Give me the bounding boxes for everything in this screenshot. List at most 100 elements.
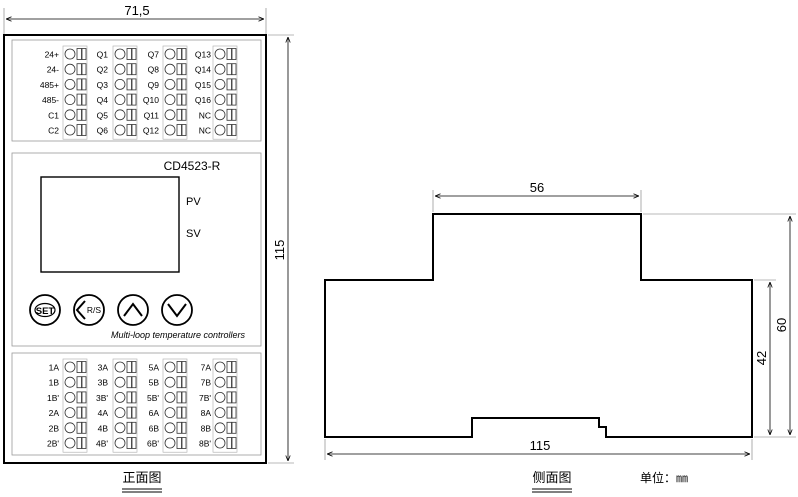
bottom-terminal-label: 4B: [98, 423, 109, 433]
front-height-dimension: 115: [272, 240, 287, 261]
bottom-terminal: 2B: [49, 421, 87, 434]
terminal-slot-icon: [176, 406, 182, 419]
terminal-screw-icon: [114, 407, 126, 419]
top-terminal: Q1: [97, 48, 137, 60]
top-terminal-label: Q4: [97, 95, 109, 105]
top-terminal: Q16: [195, 93, 237, 106]
terminal-screw-icon: [64, 94, 76, 105]
terminal-slot-icon: [76, 376, 82, 389]
terminal-screw-icon: [164, 376, 176, 388]
up-button[interactable]: [117, 294, 149, 326]
bottom-terminal-label: 5B: [149, 378, 160, 388]
top-terminal: Q11: [144, 108, 187, 121]
terminal-slot-icon: [76, 48, 82, 60]
product-subtitle: Multi-loop temperature controllers: [111, 330, 246, 340]
top-terminal-label: Q8: [148, 65, 160, 75]
bottom-block-2: 3A 3B 3B' 4A 4B 4B': [96, 358, 138, 453]
bottom-terminal: 2B': [47, 437, 87, 449]
terminal-slot-icon: [76, 391, 82, 404]
terminal-screw-icon: [114, 109, 126, 121]
bottom-terminal: 7B': [199, 391, 237, 404]
top-terminal-label: 24+: [45, 50, 59, 60]
set-button[interactable]: SET: [29, 294, 61, 326]
set-button-label: SET: [36, 306, 55, 317]
unit-label: 单位：㎜: [640, 470, 688, 485]
terminal-slot-icon: [76, 361, 82, 373]
top-terminal-label: 24-: [47, 65, 59, 75]
terminal-slot-icon: [176, 78, 182, 91]
bottom-terminal: 7A: [201, 361, 237, 373]
top-terminal: C2: [48, 124, 87, 136]
bottom-terminal-label: 4B': [96, 439, 108, 449]
terminal-screw-icon: [114, 48, 126, 60]
top-terminal-label: Q5: [97, 110, 109, 120]
bottom-terminal: 8A: [201, 406, 237, 419]
terminal-slot-icon: [226, 78, 232, 91]
terminal-screw-icon: [114, 94, 126, 105]
front-outer-body: [3, 34, 267, 464]
bottom-terminal-label: 2B: [49, 423, 60, 433]
terminal-slot-icon: [76, 108, 82, 121]
lcd-screen: [40, 176, 180, 273]
terminal-slot-icon: [76, 124, 82, 136]
top-terminal: Q6: [97, 124, 137, 136]
top-terminal: Q5: [97, 108, 137, 121]
bottom-terminal-label: 4A: [98, 408, 109, 418]
terminal-slot-icon: [176, 124, 182, 136]
bottom-terminal-label: 3B': [96, 393, 108, 403]
terminal-screw-icon: [64, 124, 76, 136]
bottom-terminal-groups: 1A1B1B'2A2B2B'3A3B3B'4A4B4B'5A5B5B'6A6B6…: [47, 358, 238, 453]
top-terminal: Q14: [195, 63, 237, 76]
terminal-slot-icon: [176, 63, 182, 76]
terminal-screw-icon: [214, 94, 226, 105]
bottom-terminal-label: 2B': [47, 439, 59, 449]
front-view-caption: 正面图: [122, 470, 161, 485]
top-terminal: 24-: [47, 63, 87, 76]
terminal-slot-icon: [176, 376, 182, 389]
bottom-terminal: 4B': [96, 437, 137, 449]
top-terminal-label: Q14: [195, 65, 211, 75]
terminal-slot-icon: [226, 63, 232, 76]
terminal-slot-icon: [126, 437, 132, 449]
top-terminal-label: NC: [199, 126, 211, 136]
top-terminal-groups: 24+24-485+485-C1C2Q1Q2Q3Q4Q5Q6Q7Q8Q9Q10Q…: [40, 45, 238, 140]
side-body-height-dimension: 42: [754, 351, 769, 365]
terminal-screw-icon: [214, 376, 226, 388]
terminal-screw-icon: [214, 48, 226, 60]
side-view: 56 115 42 60 侧面图: [324, 180, 796, 493]
terminal-slot-icon: [76, 93, 82, 106]
top-terminal: 24+: [45, 48, 87, 60]
top-terminal-label: NC: [199, 110, 211, 120]
bottom-terminal: 6B: [149, 421, 187, 434]
top-terminal-label: Q10: [143, 95, 159, 105]
bottom-terminal-label: 8B': [199, 439, 211, 449]
terminal-screw-icon: [164, 422, 176, 434]
bottom-terminal-label: 6B: [149, 423, 160, 433]
terminal-screw-icon: [114, 124, 126, 136]
bottom-terminal-panel: [11, 352, 262, 456]
bottom-terminal-label: 8B: [201, 423, 212, 433]
terminal-slot-icon: [226, 391, 232, 404]
top-terminal-label: Q9: [148, 80, 160, 90]
top-terminal: Q8: [148, 63, 187, 76]
bottom-terminal-label: 5B': [147, 393, 159, 403]
side-view-caption: 侧面图: [532, 470, 571, 485]
bottom-terminal-label: 3B: [98, 378, 109, 388]
terminal-screw-icon: [64, 437, 76, 449]
bottom-terminal: 4A: [98, 406, 137, 419]
down-button[interactable]: [161, 294, 193, 326]
terminal-screw-icon: [64, 376, 76, 388]
terminal-slot-icon: [176, 361, 182, 373]
terminal-screw-icon: [214, 63, 226, 75]
bottom-terminal-label: 5A: [149, 363, 160, 373]
terminal-slot-icon: [176, 421, 182, 434]
bottom-terminal: 5A: [149, 361, 187, 373]
bottom-terminal-label: 3A: [98, 363, 109, 373]
rs-button[interactable]: R/S: [73, 294, 105, 326]
top-terminal: Q13: [195, 48, 237, 60]
top-terminal-label: C2: [48, 126, 59, 136]
terminal-slot-icon: [126, 108, 132, 121]
